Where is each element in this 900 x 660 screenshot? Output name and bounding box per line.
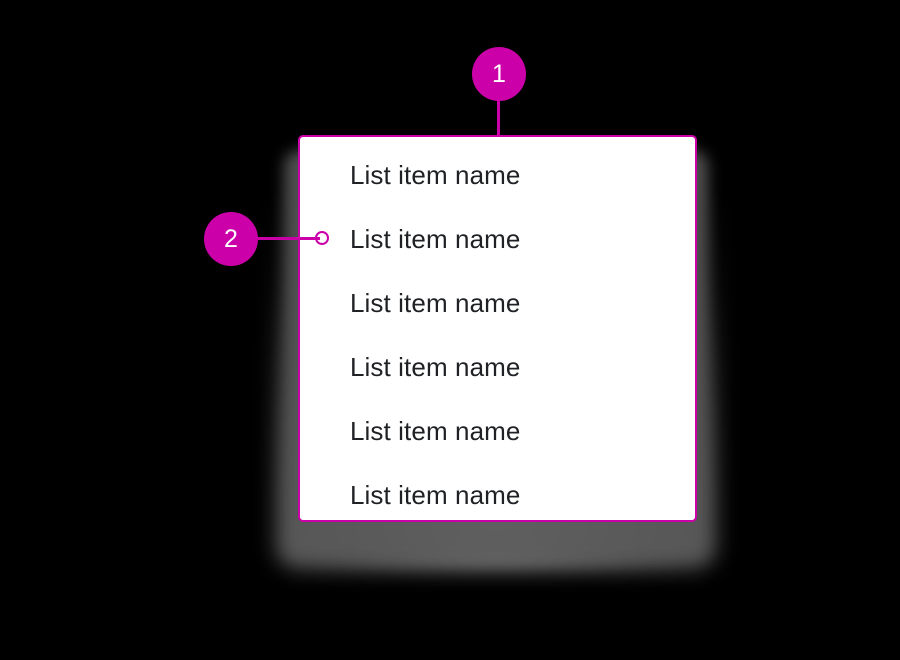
list-item[interactable]: List item name (350, 480, 521, 510)
callout-badge-2[interactable]: 2 (204, 212, 258, 266)
callout-1-leader-line (497, 96, 500, 137)
list-panel[interactable]: List item name List item name List item … (298, 135, 697, 522)
list-item[interactable]: List item name (350, 416, 521, 446)
callout-2-ring-terminator-icon (315, 231, 329, 245)
callout-badge-1[interactable]: 1 (472, 47, 526, 101)
list-item[interactable]: List item name (350, 160, 521, 190)
callout-2-leader-line (256, 237, 320, 240)
list-item[interactable]: List item name (350, 352, 521, 382)
list-items-container: List item name List item name List item … (300, 137, 695, 520)
list-item[interactable]: List item name (350, 224, 521, 254)
list-item[interactable]: List item name (350, 288, 521, 318)
